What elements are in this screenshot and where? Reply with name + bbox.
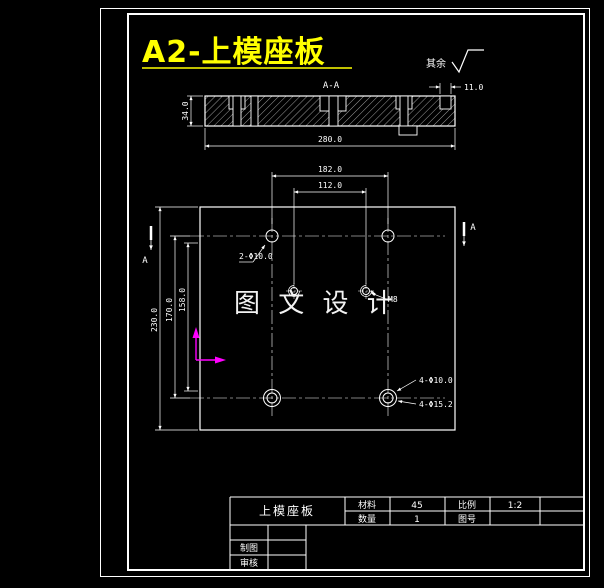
roughness-icon bbox=[451, 49, 484, 74]
title-block: 上模座板 材料 45 比例 1:2 数量 1 图号 制图 审核 bbox=[229, 496, 584, 570]
leader-bolt-holes: 4-Φ10.0 4-Φ15.2 bbox=[396, 376, 453, 409]
counterbore-bottom-right bbox=[379, 389, 397, 407]
scale-value: 1:2 bbox=[508, 501, 522, 511]
dim-182-text: 182.0 bbox=[318, 165, 342, 174]
section-view: A-A bbox=[204, 81, 456, 136]
dim-230: 230.0 bbox=[150, 206, 198, 431]
material-label: 材料 bbox=[358, 499, 376, 511]
surface-roughness-note: 其余 bbox=[426, 49, 484, 74]
thread-hole-right bbox=[358, 283, 374, 299]
thread-hole-left bbox=[286, 283, 302, 299]
dim-280-text: 280.0 bbox=[318, 135, 342, 144]
dim-112: 112.0 bbox=[293, 181, 367, 284]
section-marker-right-text: A bbox=[470, 223, 476, 233]
dim-280: 280.0 bbox=[204, 128, 456, 150]
plan-view: 图 文 设 计 bbox=[190, 206, 456, 431]
hole-cut-left2 bbox=[250, 95, 259, 127]
label-thread: M8 bbox=[388, 295, 398, 304]
dim-182: 182.0 bbox=[271, 165, 389, 224]
bolt-hole-bottom-right bbox=[382, 392, 394, 404]
bolt-hole-bottom-left bbox=[266, 392, 278, 404]
inner-frame bbox=[127, 13, 585, 571]
boss-detail bbox=[398, 125, 418, 136]
dowel-hole-top-right bbox=[381, 229, 395, 243]
drawing-title: A2-上模座板 bbox=[142, 35, 326, 70]
reviewer-label: 审核 bbox=[240, 557, 258, 569]
through-hole-cut-right bbox=[399, 95, 409, 127]
qty-label: 数量 bbox=[358, 513, 376, 525]
drawing-no-label: 图号 bbox=[458, 514, 476, 525]
through-hole-cut-left bbox=[232, 95, 242, 127]
dim-112-text: 112.0 bbox=[318, 181, 342, 190]
drawing-title-group: A2-上模座板 bbox=[142, 35, 352, 70]
drafter-label: 制图 bbox=[240, 542, 258, 554]
dim-170: 170.0 bbox=[165, 235, 190, 399]
surface-note-text: 其余 bbox=[426, 57, 446, 70]
drawing-frame bbox=[100, 8, 590, 577]
plate-outline bbox=[199, 206, 456, 431]
section-label: A-A bbox=[323, 81, 340, 91]
dim-170-text: 170.0 bbox=[165, 298, 174, 322]
ucs-icon bbox=[192, 327, 226, 364]
ucs-x-arrow bbox=[215, 356, 226, 364]
dim-11: 11.0 bbox=[429, 83, 483, 94]
dim-230-text: 230.0 bbox=[150, 308, 159, 332]
dim-34: 34.0 bbox=[181, 95, 203, 127]
ucs-y-arrow bbox=[192, 327, 200, 338]
leader-thread: M8 bbox=[370, 292, 398, 304]
center-hole-cut bbox=[328, 95, 339, 127]
counterbore-bottom-left bbox=[263, 389, 281, 407]
label-bolt-holes: 4-Φ10.0 bbox=[419, 376, 453, 385]
dim-158: 158.0 bbox=[178, 242, 198, 392]
leader-dowel-holes: 2-Φ10.0 bbox=[239, 244, 273, 263]
outer-frame bbox=[100, 8, 590, 577]
section-marker-left: A bbox=[142, 226, 153, 266]
scale-label: 比例 bbox=[458, 499, 476, 511]
watermark-text: 图 文 设 计 bbox=[234, 289, 398, 319]
section-marker-left-text: A bbox=[142, 256, 148, 266]
label-counterbore: 4-Φ15.2 bbox=[419, 400, 453, 409]
section-marker-right: A bbox=[462, 222, 476, 246]
qty-value: 1 bbox=[414, 515, 420, 525]
dim-11-text: 11.0 bbox=[464, 83, 483, 92]
dim-34-text: 34.0 bbox=[181, 101, 190, 120]
part-name: 上模座板 bbox=[259, 503, 315, 518]
material-value: 45 bbox=[411, 501, 422, 511]
label-dowel-holes: 2-Φ10.0 bbox=[239, 252, 273, 261]
dowel-hole-top-left bbox=[265, 229, 279, 243]
dim-158-text: 158.0 bbox=[178, 288, 187, 312]
edge-step-cut bbox=[439, 95, 452, 110]
